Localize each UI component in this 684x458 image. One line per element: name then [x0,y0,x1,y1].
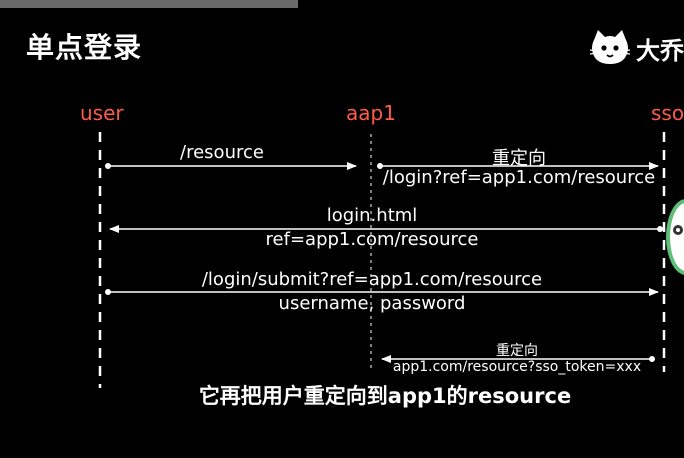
message-m5-line2: app1.com/resource?sso_token=xxx [392,359,642,375]
arrow-m3-start [657,226,663,232]
message-m3-line1: login.html [326,205,418,226]
progress-bar [0,0,298,8]
brand-logo: 大乔 [588,24,684,72]
message-m5-line1: 重定向 [496,343,538,359]
cat-logo-icon [589,30,631,64]
arrow-m5-start [649,356,655,362]
message-m4-line2: username, password [278,293,466,314]
message-m1-line1: /resource [180,142,264,163]
message-m2-line2: /login?ref=app1.com/resource [382,167,656,188]
presenter-avatar [664,196,684,278]
slide-title: 单点登录 [26,31,143,64]
brand-name: 大乔 [636,36,684,65]
message-m2-line1: 重定向 [492,148,546,169]
message-m4-line1: /login/submit?ref=app1.com/resource [201,269,543,290]
arrow-m2-start [377,163,383,169]
arrow-m4-start [105,289,111,295]
actor-user: user [80,101,124,125]
actor-sso: sso [651,101,684,125]
subtitle-caption: 它再把用户重定向到app1的resource [198,384,572,408]
actor-app: aap1 [346,101,396,125]
arrow-m1-start [105,163,111,169]
message-m3-line2: ref=app1.com/resource [265,229,479,250]
